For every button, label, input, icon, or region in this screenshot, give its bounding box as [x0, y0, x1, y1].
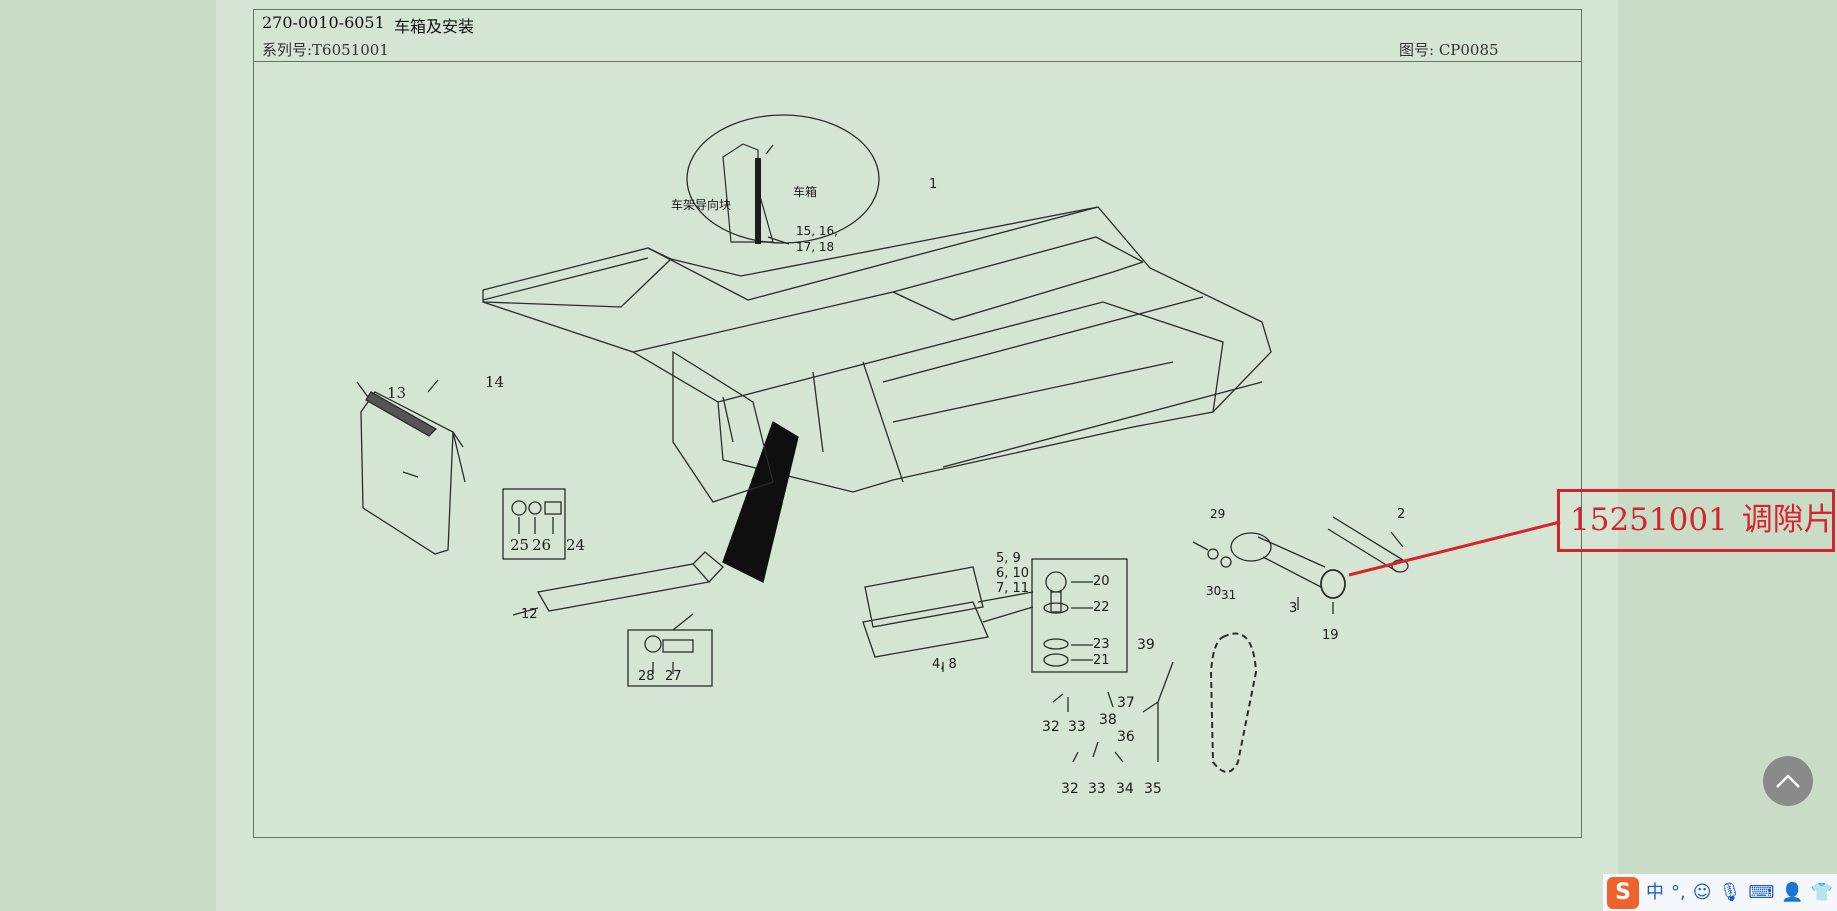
mud-flap	[356, 379, 566, 560]
callout-24: 24	[566, 536, 585, 554]
dump-body	[482, 206, 1272, 583]
ime-logo[interactable]: S	[1607, 876, 1639, 909]
title-block-divider	[253, 61, 1582, 62]
callout-27: 27	[665, 669, 682, 684]
drawing-frame	[253, 9, 1582, 838]
wear-plate	[862, 558, 1128, 673]
ime-lang-toggle[interactable]: 中	[1646, 881, 1664, 903]
exploded-view-drawing: 车架导向块 车箱 15, 16, 17, 18	[356, 114, 1409, 797]
callout-5-9: 5, 9	[996, 551, 1021, 566]
ime-toolbar: S 中 °, ☺ 🎙 ⌨ 👤 👕	[1603, 874, 1837, 911]
callout-21: 21	[1093, 653, 1110, 668]
callout-32-a: 32	[1042, 719, 1060, 735]
callout-2: 2	[1397, 507, 1405, 522]
callout-20: 20	[1093, 574, 1110, 589]
callout-part-name: 调隙片	[1741, 502, 1835, 538]
callout-33-a: 33	[1068, 719, 1086, 735]
callout-38: 38	[1099, 712, 1117, 728]
keyboard-icon[interactable]: ⌨	[1748, 881, 1775, 903]
callout-6-10: 6, 10	[996, 566, 1029, 581]
label-items-a: 15, 16,	[796, 224, 838, 238]
drawing-number: 图号: CP0085	[1399, 41, 1499, 59]
sensor-cable	[1052, 632, 1258, 773]
callout-33-b: 33	[1088, 781, 1106, 797]
callout-37: 37	[1117, 695, 1135, 711]
annotation-callout: 15251001 调隙片	[1557, 489, 1835, 552]
callout-28: 28	[638, 669, 655, 684]
callout-32-b: 32	[1061, 781, 1079, 797]
part-code: 270-0010-6051	[262, 13, 385, 32]
callout-26: 26	[532, 536, 551, 554]
label-body: 车箱	[793, 184, 817, 199]
callout-12: 12	[521, 607, 538, 622]
callout-36: 36	[1117, 729, 1135, 745]
ime-punct-toggle[interactable]: °,	[1671, 881, 1686, 903]
callout-14: 14	[485, 373, 504, 391]
callout-13: 13	[387, 384, 406, 402]
mic-icon[interactable]: 🎙	[1718, 881, 1742, 903]
smile-icon[interactable]: ☺	[1692, 881, 1712, 903]
callout-35: 35	[1144, 781, 1162, 797]
label-guide-block: 车架导向块	[671, 197, 731, 212]
part-name: 车箱及安装	[394, 17, 475, 36]
callout-1: 1	[929, 177, 937, 192]
callout-30: 30	[1206, 584, 1221, 598]
label-items-b: 17, 18	[796, 240, 834, 254]
callout-25: 25	[510, 536, 529, 554]
callout-7-11: 7, 11	[996, 581, 1029, 596]
detail-inset: 车架导向块 车箱 15, 16, 17, 18	[671, 114, 880, 254]
callout-23: 23	[1093, 637, 1110, 652]
user-icon[interactable]: 👤	[1781, 881, 1804, 903]
callout-part-code: 15251001	[1570, 502, 1728, 538]
bracket-12	[512, 551, 724, 687]
callout-22: 22	[1093, 600, 1110, 615]
document-page	[216, 0, 1618, 911]
callout-31: 31	[1221, 588, 1236, 602]
callout-39: 39	[1137, 637, 1155, 653]
callout-29: 29	[1210, 507, 1225, 521]
callout-3: 3	[1289, 601, 1297, 616]
serial-number: 系列号:T6051001	[262, 41, 389, 59]
chevron-up-icon	[1776, 774, 1800, 788]
back-to-top-button[interactable]	[1763, 756, 1813, 806]
shirt-icon[interactable]: 👕	[1810, 881, 1834, 903]
callout-34: 34	[1116, 781, 1134, 797]
callout-4-8: 4, 8	[932, 657, 957, 672]
callout-19: 19	[1322, 628, 1339, 643]
